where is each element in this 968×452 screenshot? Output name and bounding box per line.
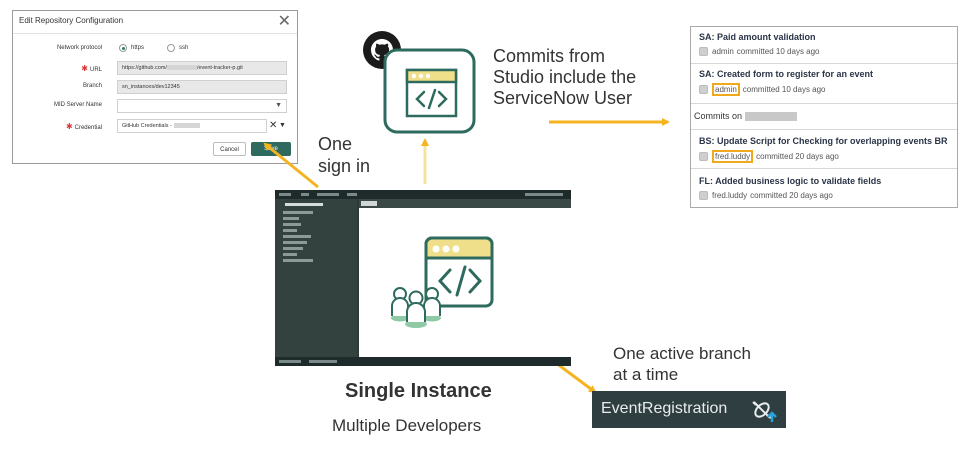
developers-icon	[391, 287, 441, 328]
https-radio-label: https	[131, 45, 145, 51]
https-radio[interactable]	[119, 44, 127, 52]
url-field[interactable]: https://github.com//event-tracker-p.git	[117, 61, 287, 75]
redacted-block	[745, 112, 797, 121]
commit-item[interactable]: SA: Created form to register for an even…	[691, 64, 957, 104]
one-sign-in-caption: One sign in	[318, 134, 371, 176]
credential-label: ✱Credential	[65, 122, 102, 131]
branch-disconnect-icon	[752, 401, 777, 422]
chevron-down-icon[interactable]: ▼	[279, 122, 286, 129]
active-branch-badge[interactable]: EventRegistration	[592, 391, 786, 428]
instance-sidebar	[275, 199, 357, 357]
instance-subtitle: Multiple Developers	[332, 416, 482, 435]
user-highlight: admin	[712, 83, 740, 96]
redacted-block	[173, 123, 200, 129]
commit-title: SA: Paid amount validation	[699, 32, 816, 42]
studio-code-icon	[383, 48, 476, 134]
dialog-titlebar: Edit Repository Configuration ✕	[13, 11, 297, 34]
url-row: ✱URL https://github.com//event-tracker-p…	[13, 61, 297, 77]
instance-topbar	[275, 190, 571, 199]
required-icon: ✱	[81, 64, 88, 73]
url-label: ✱URL	[81, 64, 102, 73]
user-highlight: fred.luddy	[712, 150, 754, 163]
avatar	[699, 85, 708, 94]
instance-title: Single Instance	[345, 380, 492, 402]
branch-field[interactable]: sn_instances/dev12345	[117, 80, 287, 94]
network-protocol-label: Network protocol	[56, 45, 102, 51]
required-icon: ✱	[65, 122, 73, 131]
commit-title: FL: Added business logic to validate fie…	[699, 176, 882, 186]
commit-item[interactable]: FL: Added business logic to validate fie…	[691, 169, 957, 207]
branch-caption: One active branch at a time	[613, 344, 751, 384]
avatar	[699, 47, 708, 56]
credential-field[interactable]: GitHub Credentials -	[117, 119, 267, 133]
commit-title: SA: Created form to register for an even…	[699, 69, 874, 79]
redacted-block	[166, 65, 197, 71]
commit-title: BS: Update Script for Checking for overl…	[699, 136, 948, 146]
credential-row: ✱Credential GitHub Credentials - ✕ ▼	[13, 119, 297, 135]
chevron-down-icon: ▼	[275, 102, 282, 109]
cancel-button[interactable]: Cancel	[213, 142, 246, 156]
edit-repository-dialog: Edit Repository Configuration ✕ Network …	[12, 10, 298, 164]
mid-server-label: MID Server Name	[53, 102, 102, 108]
ssh-radio[interactable]	[167, 44, 175, 52]
network-protocol-row: Network protocol https ssh	[13, 42, 297, 58]
arrow-instance-to-dialog	[263, 142, 319, 189]
avatar	[699, 152, 708, 161]
branch-label: Branch	[82, 83, 102, 89]
avatar	[699, 191, 708, 200]
commits-on-label: Commits on	[694, 111, 743, 121]
dialog-title: Edit Repository Configuration	[19, 16, 124, 25]
commits-on-header: Commits on	[691, 104, 957, 130]
clear-icon[interactable]: ✕	[269, 120, 278, 131]
code-window-icon	[424, 236, 494, 308]
branch-row: Branch sn_instances/dev12345	[13, 80, 297, 96]
mid-server-row: MID Server Name ▼	[13, 99, 297, 115]
close-icon[interactable]: ✕	[277, 13, 291, 30]
ssh-radio-label: ssh	[179, 45, 189, 51]
developers-code-illustration	[391, 236, 494, 328]
commit-item[interactable]: BS: Update Script for Checking for overl…	[691, 130, 957, 169]
mid-server-select[interactable]: ▼	[117, 99, 287, 113]
branch-name: EventRegistration	[601, 400, 728, 417]
instance-statusbar	[275, 357, 571, 366]
commits-caption: Commits from Studio include the ServiceN…	[493, 46, 637, 108]
